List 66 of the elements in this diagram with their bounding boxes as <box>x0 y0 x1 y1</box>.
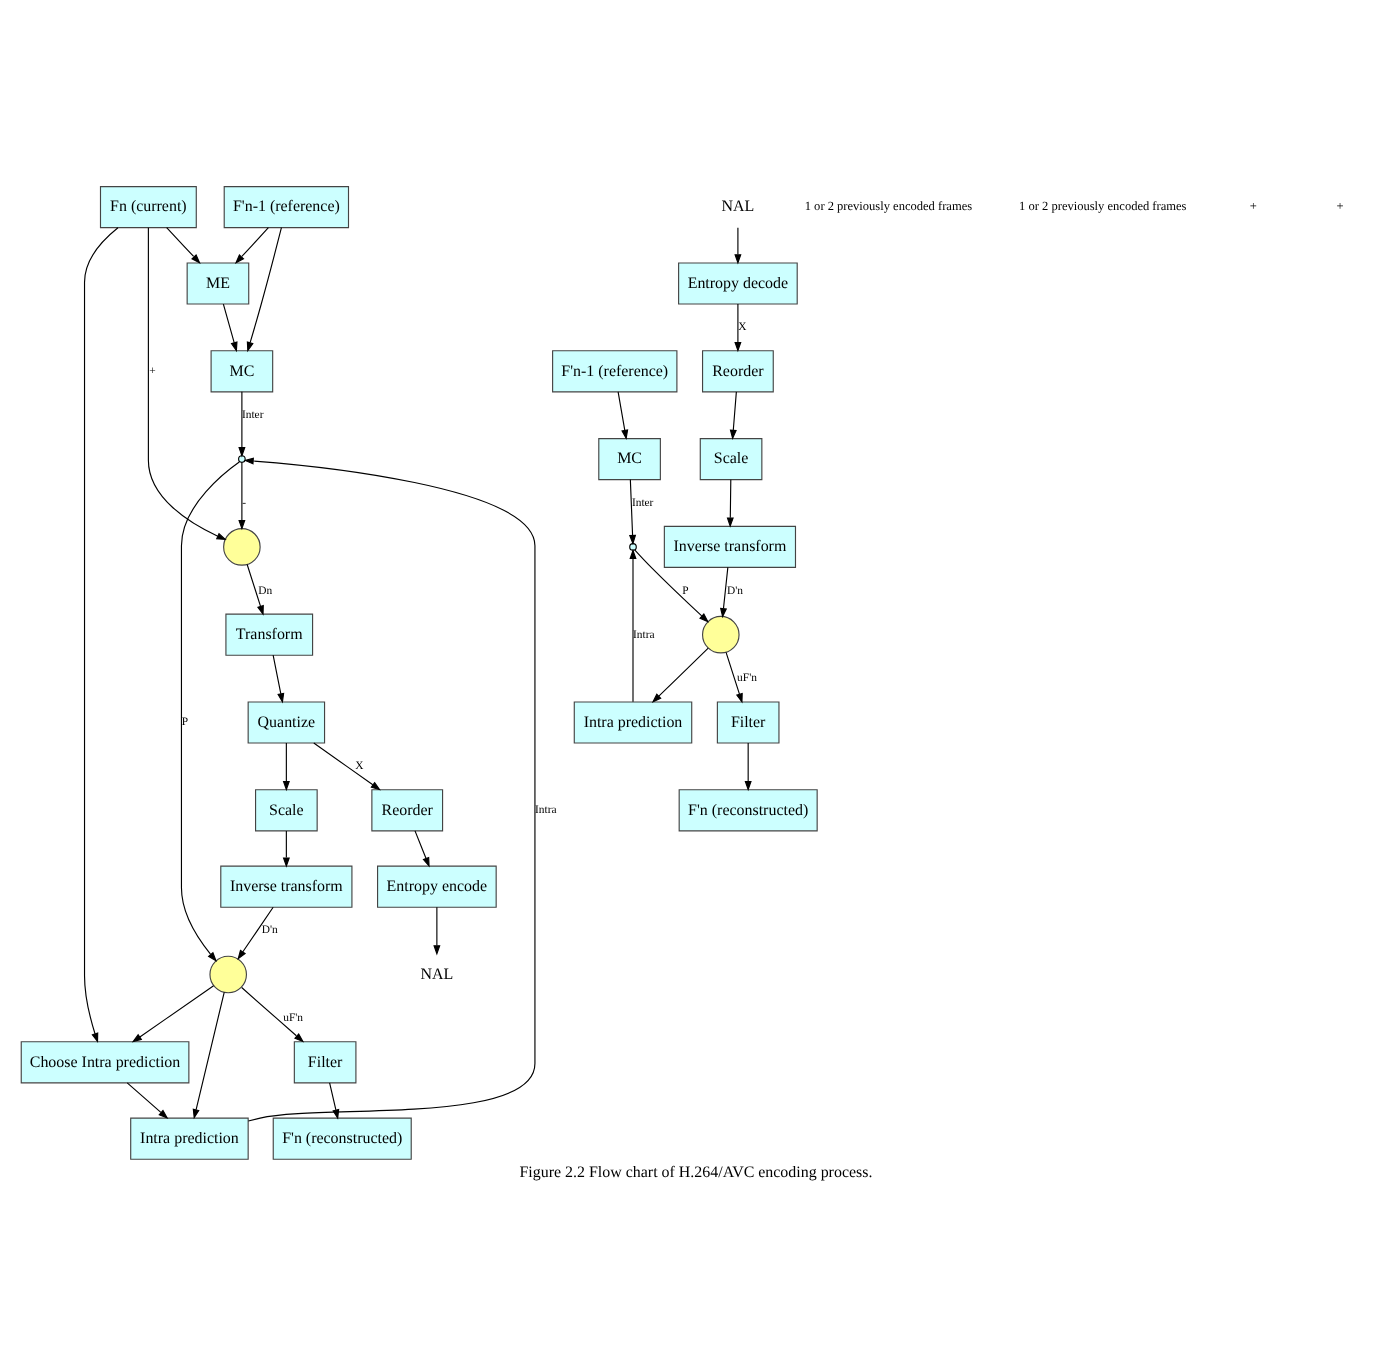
node-box: F'n-1 (reference) <box>223 185 350 228</box>
arrow <box>282 829 290 867</box>
node-box: Intra prediction <box>573 700 693 743</box>
node-circle <box>223 527 261 565</box>
node-box: Transform <box>225 612 314 655</box>
arrow <box>166 226 201 263</box>
node-switch <box>629 542 637 550</box>
node-box: Intra prediction <box>130 1116 249 1159</box>
node-box: F'n (reconstructed) <box>678 788 818 831</box>
arrow <box>313 741 381 790</box>
arrow <box>628 478 637 545</box>
arrow <box>243 456 536 1121</box>
arrow <box>629 547 637 702</box>
arrow <box>180 460 240 961</box>
node-box: F'n-1 (reference) <box>552 349 678 392</box>
node-box: Entropy decode <box>678 261 798 304</box>
arrow <box>433 905 441 955</box>
arrow <box>238 390 246 457</box>
arrow <box>241 985 305 1042</box>
node-box: Fn (current) <box>99 185 197 228</box>
arrow <box>725 650 743 703</box>
arrow <box>617 390 629 439</box>
arrow <box>147 226 227 540</box>
arrow <box>329 1081 340 1119</box>
node-box: Scale <box>699 437 763 480</box>
node-box: Quantize <box>247 700 326 743</box>
node-switch <box>238 454 246 462</box>
arrow <box>272 653 285 703</box>
arrow <box>719 565 729 618</box>
node-box: Scale <box>255 788 318 831</box>
arrow <box>131 984 215 1042</box>
arrow <box>734 302 742 352</box>
arrow <box>237 905 274 959</box>
arrow <box>238 461 246 530</box>
arrow <box>729 390 737 440</box>
arrow <box>744 741 752 791</box>
node-circle <box>702 614 740 653</box>
arrow <box>651 646 709 703</box>
node-text: NAL <box>420 963 454 982</box>
node-text: NAL <box>721 196 755 215</box>
node-box: ME <box>186 261 250 304</box>
arrow <box>234 226 269 263</box>
arrow <box>192 990 225 1119</box>
arrow <box>246 226 282 352</box>
node-box: MC <box>598 437 661 480</box>
arrow <box>222 302 238 352</box>
arrow <box>634 548 710 622</box>
node-box: F'n (reconstructed) <box>272 1116 412 1159</box>
arrow <box>726 478 734 527</box>
node-box: Inverse transform <box>663 524 797 567</box>
arrow <box>126 1081 169 1119</box>
caption: Figure 2.2 Flow chart of H.264/AVC encoding process. <box>519 1161 873 1180</box>
arrow <box>282 741 290 791</box>
node-box: Choose Intra prediction <box>20 1040 190 1083</box>
node-box: MC <box>210 349 274 392</box>
node-box: Filter <box>716 700 780 743</box>
node-box: Filter <box>293 1040 357 1083</box>
node-box: Reorder <box>371 788 444 831</box>
node-box: Entropy encode <box>377 864 497 907</box>
arrow <box>83 226 119 1043</box>
node-circle <box>209 954 247 993</box>
node-box: Reorder <box>702 349 774 392</box>
arrow <box>246 562 264 615</box>
arrow <box>734 226 742 264</box>
node-box: Inverse transform <box>220 864 353 907</box>
arrow <box>414 829 430 867</box>
